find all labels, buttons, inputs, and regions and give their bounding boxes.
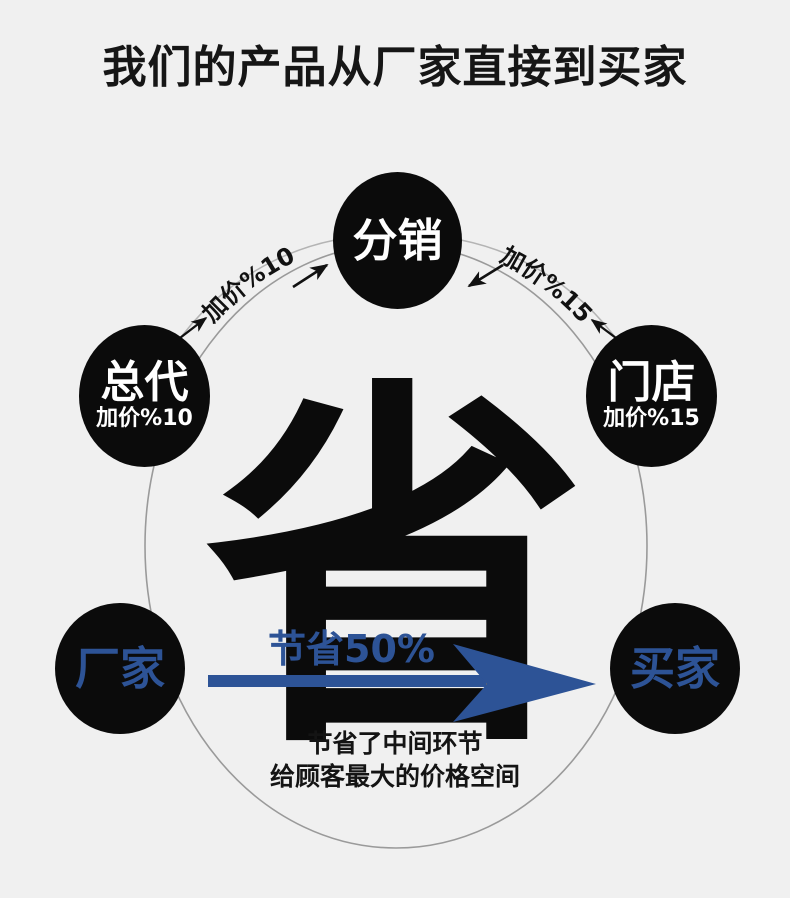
savings-label: 节省50% bbox=[268, 627, 435, 671]
caption-line-1: 节省了中间环节 bbox=[307, 729, 483, 758]
node-manufacturer[interactable]: 厂家 bbox=[55, 603, 185, 734]
node-distributor-label: 分销 bbox=[352, 213, 443, 267]
node-store[interactable]: 门店 加价%15 bbox=[586, 325, 717, 467]
node-store-label: 门店 bbox=[607, 357, 696, 409]
page-title: 我们的产品从厂家直接到买家 bbox=[102, 42, 688, 93]
arc-left-label-text: 加价%10 bbox=[197, 241, 299, 328]
node-general-agent[interactable]: 总代 加价%10 bbox=[79, 325, 210, 467]
arc-left-end-arrow bbox=[292, 263, 329, 289]
arc-right-end-arrow bbox=[467, 263, 504, 288]
arc-right-label-text: 加价%15 bbox=[496, 241, 598, 328]
node-general-agent-label: 总代 bbox=[100, 357, 189, 409]
node-general-agent-markup: 加价%10 bbox=[96, 406, 193, 432]
caption-line-2: 给顾客最大的价格空间 bbox=[269, 762, 520, 791]
savings-arrow bbox=[208, 644, 596, 722]
arc-right-textpath: 加价%15 bbox=[496, 241, 598, 328]
node-buyer[interactable]: 买家 bbox=[610, 603, 740, 734]
center-glyph: 省 bbox=[205, 350, 587, 795]
arc-left-textpath: 加价%10 bbox=[197, 241, 299, 328]
node-store-markup: 加价%15 bbox=[603, 406, 700, 432]
caption-block: 节省了中间环节 给顾客最大的价格空间 bbox=[0, 727, 790, 793]
node-distributor[interactable]: 分销 bbox=[333, 172, 462, 309]
node-buyer-label: 买家 bbox=[629, 641, 720, 695]
node-manufacturer-label: 厂家 bbox=[74, 641, 165, 695]
